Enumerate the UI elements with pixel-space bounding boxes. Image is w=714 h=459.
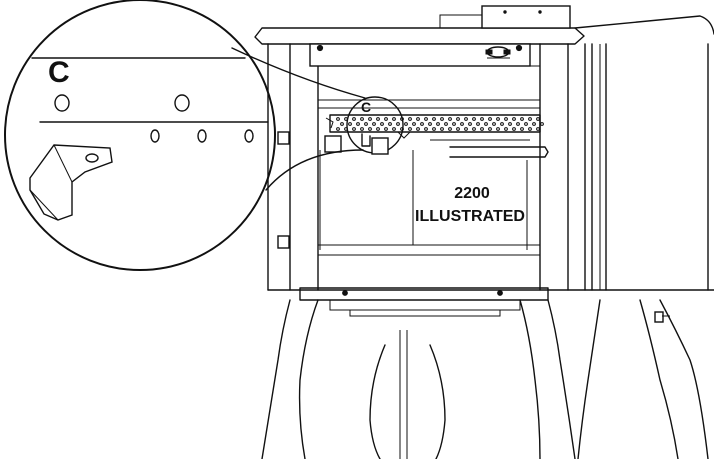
air-hole bbox=[360, 117, 364, 121]
model-caption: 2200 ILLUSTRATED bbox=[415, 185, 525, 225]
air-hole bbox=[388, 122, 392, 126]
air-hole bbox=[368, 127, 372, 131]
air-hole bbox=[392, 127, 396, 131]
air-hole bbox=[420, 122, 424, 126]
air-hole bbox=[440, 127, 444, 131]
air-hole bbox=[384, 117, 388, 121]
stove-legs bbox=[261, 299, 709, 459]
air-hole bbox=[336, 127, 340, 131]
air-hole bbox=[516, 122, 520, 126]
air-hole bbox=[360, 127, 364, 131]
air-hole bbox=[436, 122, 440, 126]
air-hole bbox=[372, 122, 376, 126]
air-hole bbox=[448, 127, 452, 131]
air-hole bbox=[480, 127, 484, 131]
air-hole bbox=[488, 127, 492, 131]
air-hole bbox=[532, 122, 536, 126]
stove-body bbox=[267, 43, 714, 291]
air-hole bbox=[472, 117, 476, 121]
air-hole bbox=[476, 122, 480, 126]
air-hole bbox=[504, 127, 508, 131]
air-hole bbox=[508, 122, 512, 126]
air-hole bbox=[456, 127, 460, 131]
air-hole bbox=[492, 122, 496, 126]
air-hole bbox=[460, 122, 464, 126]
air-hole bbox=[484, 122, 488, 126]
air-hole bbox=[376, 117, 380, 121]
air-hole bbox=[480, 117, 484, 121]
air-hole bbox=[496, 127, 500, 131]
air-hole bbox=[444, 122, 448, 126]
air-hole bbox=[528, 117, 532, 121]
air-hole bbox=[408, 127, 412, 131]
air-hole bbox=[364, 122, 368, 126]
air-hole bbox=[452, 122, 456, 126]
air-hole bbox=[432, 127, 436, 131]
air-control-knob bbox=[485, 46, 511, 59]
air-hole bbox=[368, 117, 372, 121]
air-hole bbox=[396, 122, 400, 126]
air-hole bbox=[404, 122, 408, 126]
air-hole bbox=[448, 117, 452, 121]
air-hole bbox=[488, 117, 492, 121]
air-hole bbox=[428, 122, 432, 126]
air-hole bbox=[440, 117, 444, 121]
air-hole bbox=[376, 127, 380, 131]
air-hole bbox=[520, 117, 524, 121]
caption-line-1: 2200 bbox=[454, 185, 490, 202]
firebox bbox=[309, 43, 541, 291]
air-hole bbox=[348, 122, 352, 126]
air-hole bbox=[512, 117, 516, 121]
air-hole bbox=[500, 122, 504, 126]
air-hole bbox=[380, 122, 384, 126]
air-hole bbox=[504, 117, 508, 121]
bracket-tab bbox=[29, 144, 113, 221]
air-hole bbox=[472, 127, 476, 131]
air-hole bbox=[356, 122, 360, 126]
ash-lip bbox=[299, 287, 549, 317]
air-hole bbox=[352, 117, 356, 121]
air-hole bbox=[424, 117, 428, 121]
air-hole bbox=[340, 122, 344, 126]
air-hole bbox=[536, 127, 540, 131]
air-hole bbox=[540, 122, 544, 126]
callout-letter-big: C bbox=[48, 56, 70, 89]
air-hole bbox=[456, 117, 460, 121]
air-hole bbox=[352, 127, 356, 131]
air-hole bbox=[384, 127, 388, 131]
callout-letter-small: C bbox=[361, 99, 371, 115]
air-hole bbox=[392, 117, 396, 121]
air-hole bbox=[528, 127, 532, 131]
air-hole bbox=[412, 122, 416, 126]
air-hole bbox=[496, 117, 500, 121]
air-hole bbox=[336, 117, 340, 121]
detail-callout-small: C bbox=[324, 96, 411, 155]
detail-magnified: C bbox=[4, 0, 276, 271]
callout-leaders bbox=[231, 47, 366, 191]
air-hole bbox=[408, 117, 412, 121]
air-hole bbox=[512, 127, 516, 131]
air-hole bbox=[524, 122, 528, 126]
air-hole bbox=[464, 117, 468, 121]
caption-line-2: ILLUSTRATED bbox=[415, 208, 525, 225]
air-hole bbox=[468, 122, 472, 126]
air-hole bbox=[432, 117, 436, 121]
air-hole bbox=[416, 127, 420, 131]
air-hole bbox=[520, 127, 524, 131]
air-tube bbox=[329, 114, 549, 158]
flue-collar bbox=[439, 5, 571, 29]
air-hole bbox=[536, 117, 540, 121]
air-hole bbox=[416, 117, 420, 121]
air-hole bbox=[464, 127, 468, 131]
air-hole bbox=[424, 127, 428, 131]
